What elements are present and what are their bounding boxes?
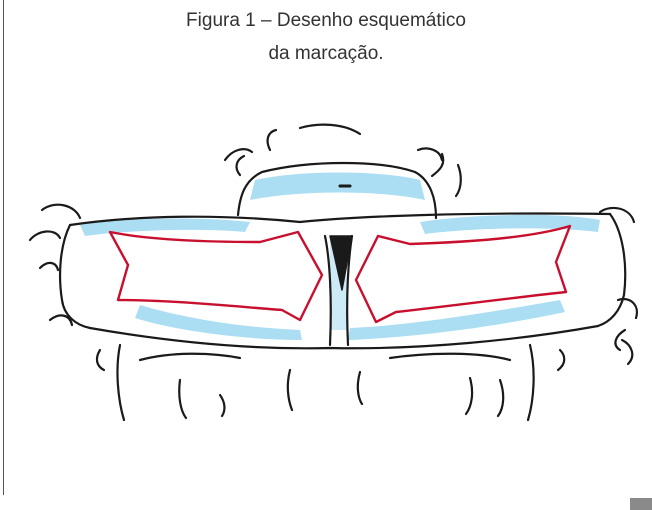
left-arm-outline — [60, 225, 90, 328]
lower-trunk-outline — [117, 345, 124, 420]
page-corner-mark — [630, 498, 652, 510]
right-arm-outline — [598, 214, 625, 326]
